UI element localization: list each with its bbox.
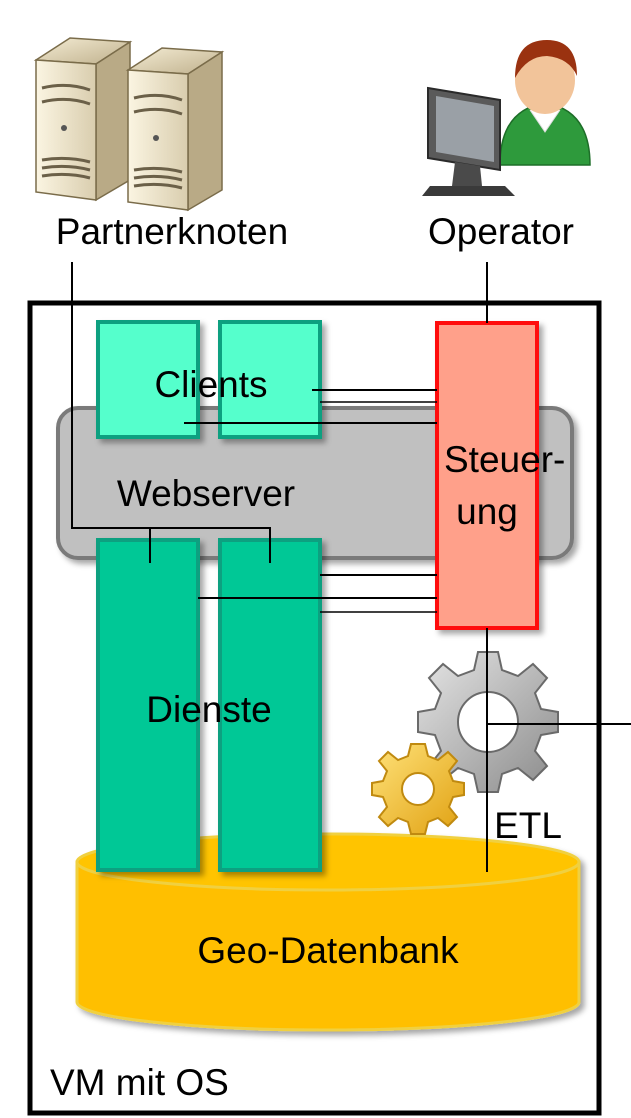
steuerung-box <box>435 321 539 630</box>
clients-box-1 <box>96 320 200 439</box>
geo-database-cylinder <box>75 832 581 1032</box>
vm-label: VM mit OS <box>50 1062 229 1103</box>
webserver-label: Webserver <box>117 473 295 514</box>
partner-label: Partnerknoten <box>56 211 288 252</box>
steuerung-label-line1: Steuer- <box>444 439 565 480</box>
server-tower-icon <box>33 37 225 212</box>
dienste-bar-1 <box>96 538 200 872</box>
operator-label: Operator <box>428 211 574 252</box>
clients-box-2 <box>218 320 322 439</box>
connection-lines <box>71 262 631 872</box>
partner-to-dienste-line <box>71 262 271 563</box>
steuerung-label-line2: ung <box>456 491 518 532</box>
database-label: Geo-Datenbank <box>197 930 459 971</box>
etl-label: ETL <box>494 805 562 846</box>
small-gear-icon <box>371 743 465 835</box>
dienste-label: Dienste <box>146 689 271 730</box>
operator-workstation-icon <box>422 40 591 196</box>
clients-label: Clients <box>154 364 267 405</box>
